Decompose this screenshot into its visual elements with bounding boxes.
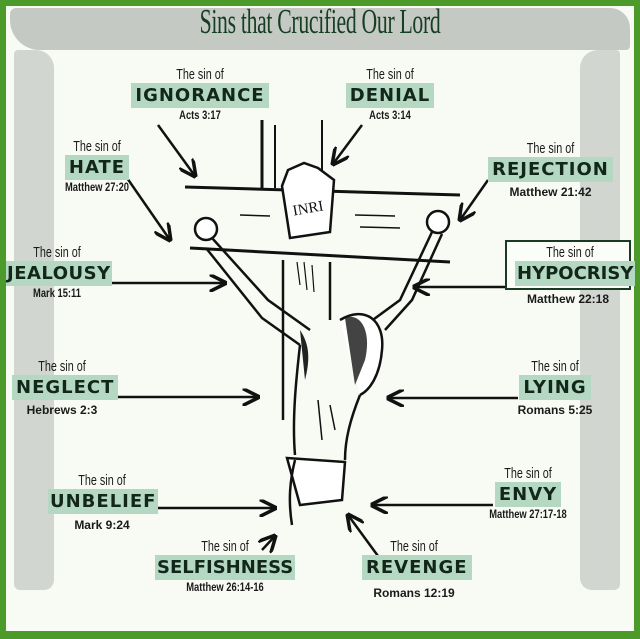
arrow-selfishness	[262, 536, 275, 550]
sin-name: HYPOCRISY	[515, 261, 636, 286]
sin-name: REJECTION	[488, 157, 613, 182]
sin-lead: The sin of	[546, 244, 594, 261]
sin-label-denial: The sin of DENIAL Acts 3:14	[330, 66, 450, 123]
sin-reference: Romans 12:19	[373, 586, 455, 600]
sin-reference: Matthew 27:17-18	[489, 507, 567, 521]
sin-lead: The sin of	[531, 358, 579, 375]
sin-reference: Romans 5:25	[517, 403, 593, 417]
sin-label-hate: The sin of HATE Matthew 27:20	[42, 138, 152, 195]
sin-lead: The sin of	[366, 66, 414, 83]
sin-reference: Hebrews 2:3	[26, 403, 98, 417]
grunge-texture-left	[14, 50, 54, 590]
sin-reference: Matthew 21:42	[509, 185, 592, 199]
sin-name: LYING	[519, 375, 591, 400]
sin-name: IGNORANCE	[131, 83, 269, 108]
sin-lead: The sin of	[33, 244, 81, 261]
arrow-rejection	[460, 179, 490, 220]
sin-label-jealousy: The sin of JEALOUSY Mark 15:11	[6, 244, 112, 301]
sin-reference: Mark 15:11	[33, 286, 81, 300]
sin-lead: The sin of	[38, 358, 86, 375]
sin-lead: The sin of	[78, 472, 126, 489]
sin-label-neglect: The sin of NEGLECT Hebrews 2:3	[12, 358, 119, 418]
sin-lead: The sin of	[176, 66, 224, 83]
sin-label-lying: The sin of LYING Romans 5:25	[510, 358, 600, 418]
inri-inscription: INRI	[292, 198, 325, 219]
sin-reference: Matthew 22:18	[526, 292, 610, 306]
sin-name: ENVY	[494, 482, 562, 507]
sin-label-revenge: The sin of REVENGE Romans 12:19	[362, 538, 472, 601]
cross-icon	[184, 120, 461, 420]
sin-lead: The sin of	[390, 538, 438, 555]
sin-label-envy: The sin of ENVY Matthew 27:17-18	[478, 465, 578, 522]
sin-name: NEGLECT	[12, 375, 119, 400]
sin-label-hypocrisy: The sin of HYPOCRISY Matthew 22:18	[505, 240, 636, 307]
sin-name: JEALOUSY	[6, 261, 112, 286]
sin-name: REVENGE	[362, 555, 472, 580]
poster-title: Sins that Crucified Our Lord	[199, 2, 441, 41]
sin-reference: Matthew 27:20	[65, 180, 129, 194]
sin-label-unbelief: The sin of UNBELIEF Mark 9:24	[48, 472, 159, 533]
sin-name: HATE	[64, 155, 130, 180]
arrow-ignorance	[156, 124, 195, 176]
arrow-hate	[123, 174, 170, 240]
sin-reference: Mark 9:24	[74, 518, 130, 532]
sin-label-rejection: The sin of REJECTION Matthew 21:42	[488, 140, 613, 200]
arrow-denial	[333, 124, 364, 164]
sin-lead: The sin of	[201, 538, 249, 555]
grunge-texture-right	[580, 50, 620, 590]
sin-lead: The sin of	[73, 138, 121, 155]
inri-sign: INRI	[280, 161, 336, 240]
sin-name: SELFISHNESS	[155, 555, 296, 580]
sin-name: UNBELIEF	[48, 489, 159, 514]
hypocrisy-box: The sin of HYPOCRISY	[505, 240, 636, 290]
figure-of-christ	[193, 209, 451, 526]
sin-reference: Acts 3:17	[179, 108, 221, 122]
sin-reference: Acts 3:14	[369, 108, 411, 122]
sin-label-ignorance: The sin of IGNORANCE Acts 3:17	[130, 66, 270, 123]
arrows	[110, 124, 518, 557]
sin-reference: Matthew 26:14-16	[186, 580, 264, 594]
sin-lead: The sin of	[504, 465, 552, 482]
sin-label-selfishness: The sin of SELFISHNESS Matthew 26:14-16	[155, 538, 296, 595]
sin-lead: The sin of	[526, 140, 575, 157]
sin-name: DENIAL	[345, 83, 435, 108]
grunge-texture-top	[10, 8, 630, 50]
arrow-revenge	[348, 515, 380, 557]
